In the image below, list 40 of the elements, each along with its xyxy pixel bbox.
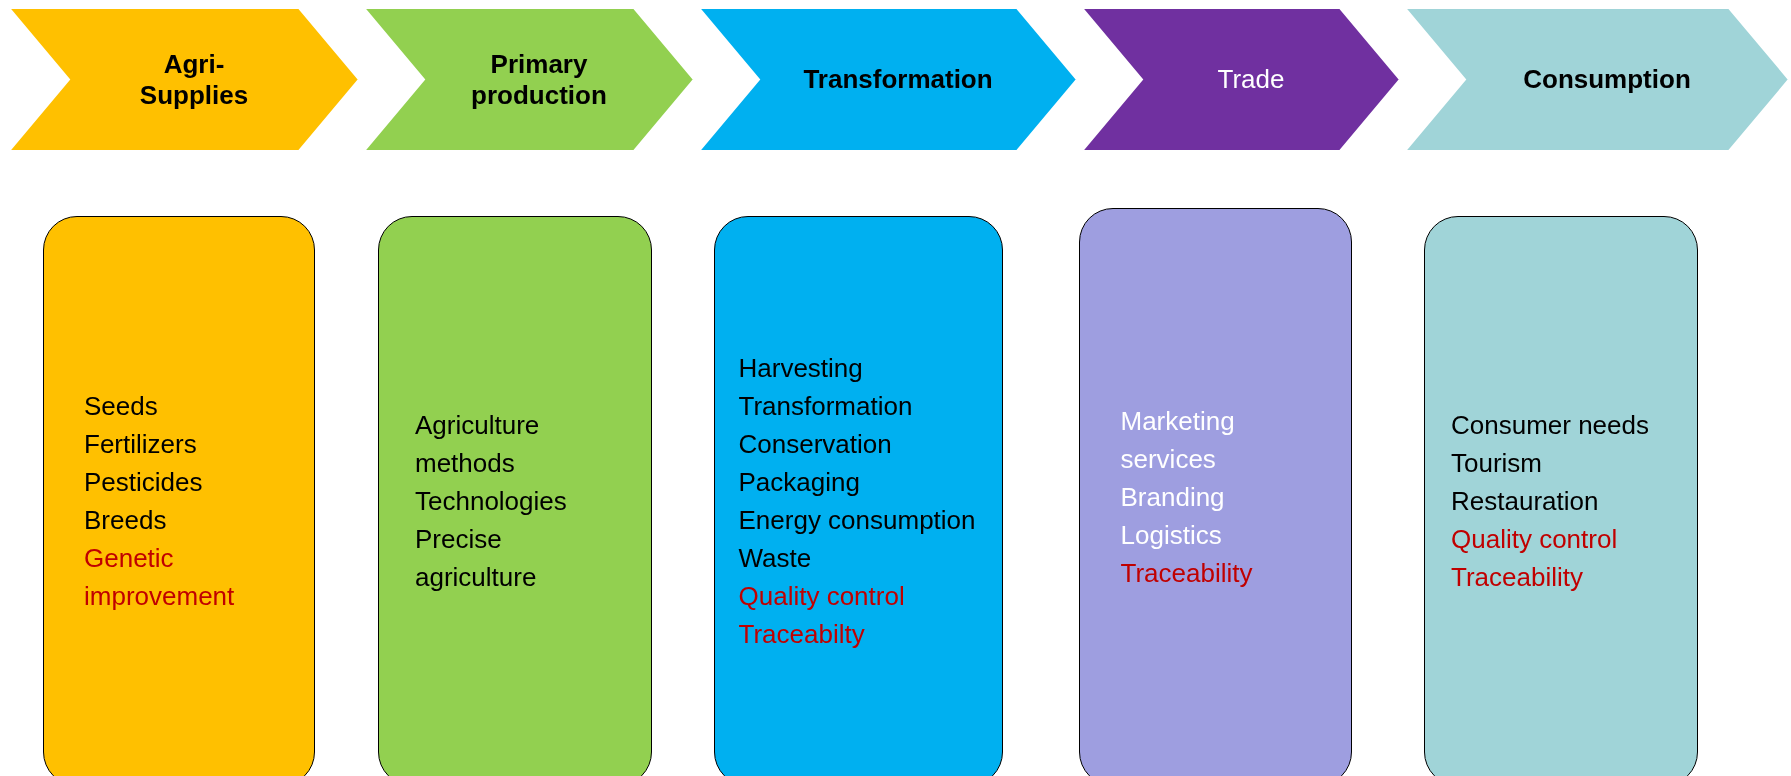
list-item: Restauration [1451,485,1600,518]
list-item: Breeds [84,504,168,537]
detail-card [378,216,652,776]
stage-banner [1082,8,1400,151]
list-item: Packaging [738,466,861,499]
detail-card [43,216,315,776]
stage-banner [364,8,694,151]
list-item: Marketing services [1120,405,1236,476]
stage-banner [9,8,359,151]
list-item: Agriculture methods [415,409,541,480]
list-item: Fertilizers [84,428,198,461]
stage-title: Transformation [803,64,993,95]
stage-title: Consumption [1523,64,1691,95]
list-item: Branding [1120,481,1226,514]
list-item: Conservation [738,428,893,461]
detail-card [1079,208,1352,776]
list-item: Pesticides [84,466,204,499]
list-item: Genetic improvement [84,542,236,613]
stage-title: Trade [1217,64,1285,95]
list-item: Precise agriculture [415,523,538,594]
list-item: Traceability [1120,557,1254,590]
list-item: Seeds [84,390,159,423]
detail-card [714,216,1003,776]
list-item: Consumer needs [1451,409,1650,442]
list-item: Traceability [1451,561,1584,594]
list-item: Logistics [1120,519,1223,552]
stage-banner [1405,8,1789,151]
list-item: Traceabilty [738,618,866,651]
stage-title: Agri-Supplies [138,48,250,111]
detail-card [1424,216,1698,776]
stage-banner [699,8,1077,151]
list-item: Energy consumption [738,504,977,537]
list-item: Quality control [738,580,906,613]
list-item: Waste [738,542,813,575]
stage-title: Primary production [470,48,608,111]
list-item: Quality control [1451,523,1619,556]
list-item: Harvesting [738,352,864,385]
list-item: Transformation [738,390,914,423]
list-item: Technologies [415,485,568,518]
list-item: Tourism [1451,447,1543,480]
